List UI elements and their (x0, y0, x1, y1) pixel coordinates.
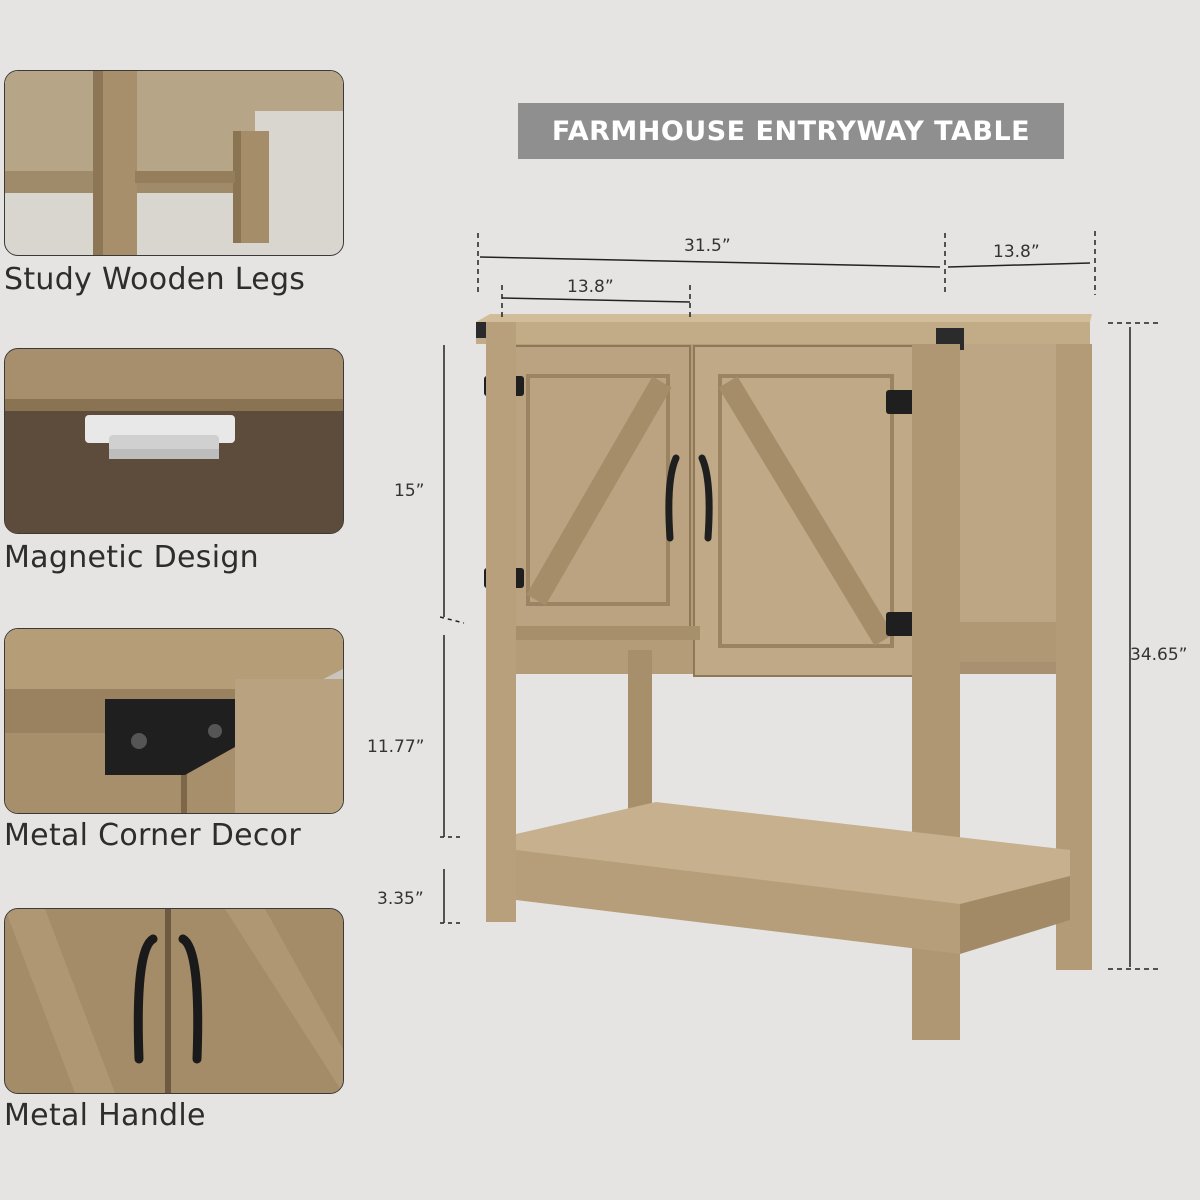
feature-caption-legs: Study Wooden Legs (4, 262, 306, 297)
cabinet-height-label: 15” (394, 481, 425, 501)
width-label: 31.5” (684, 236, 731, 256)
page-title: FARMHOUSE ENTRYWAY TABLE (551, 115, 1031, 147)
feature-image-handle (4, 908, 344, 1094)
shelf-clearance-label: 3.35” (377, 889, 424, 909)
door-width-label: 13.8” (567, 277, 614, 297)
metal-handle-illustration (5, 909, 343, 1093)
title-banner: FARMHOUSE ENTRYWAY TABLE (518, 103, 1064, 159)
feature-image-wooden-legs (4, 70, 344, 256)
feature-caption-corner: Metal Corner Decor (4, 818, 301, 853)
leg-gap-label: 11.77” (367, 737, 425, 757)
table-illustration (476, 314, 1092, 1040)
feature-image-corner (4, 628, 344, 814)
feature-caption-magnetic: Magnetic Design (4, 540, 259, 575)
feature-image-magnetic (4, 348, 344, 534)
dimension-lines (440, 231, 1160, 970)
depth-label: 13.8” (993, 242, 1040, 262)
metal-corner-illustration (5, 629, 343, 813)
wooden-legs-illustration (5, 71, 343, 255)
magnetic-catch-illustration (5, 349, 343, 533)
total-height-label: 34.65” (1130, 645, 1188, 665)
feature-caption-handle: Metal Handle (4, 1098, 206, 1133)
